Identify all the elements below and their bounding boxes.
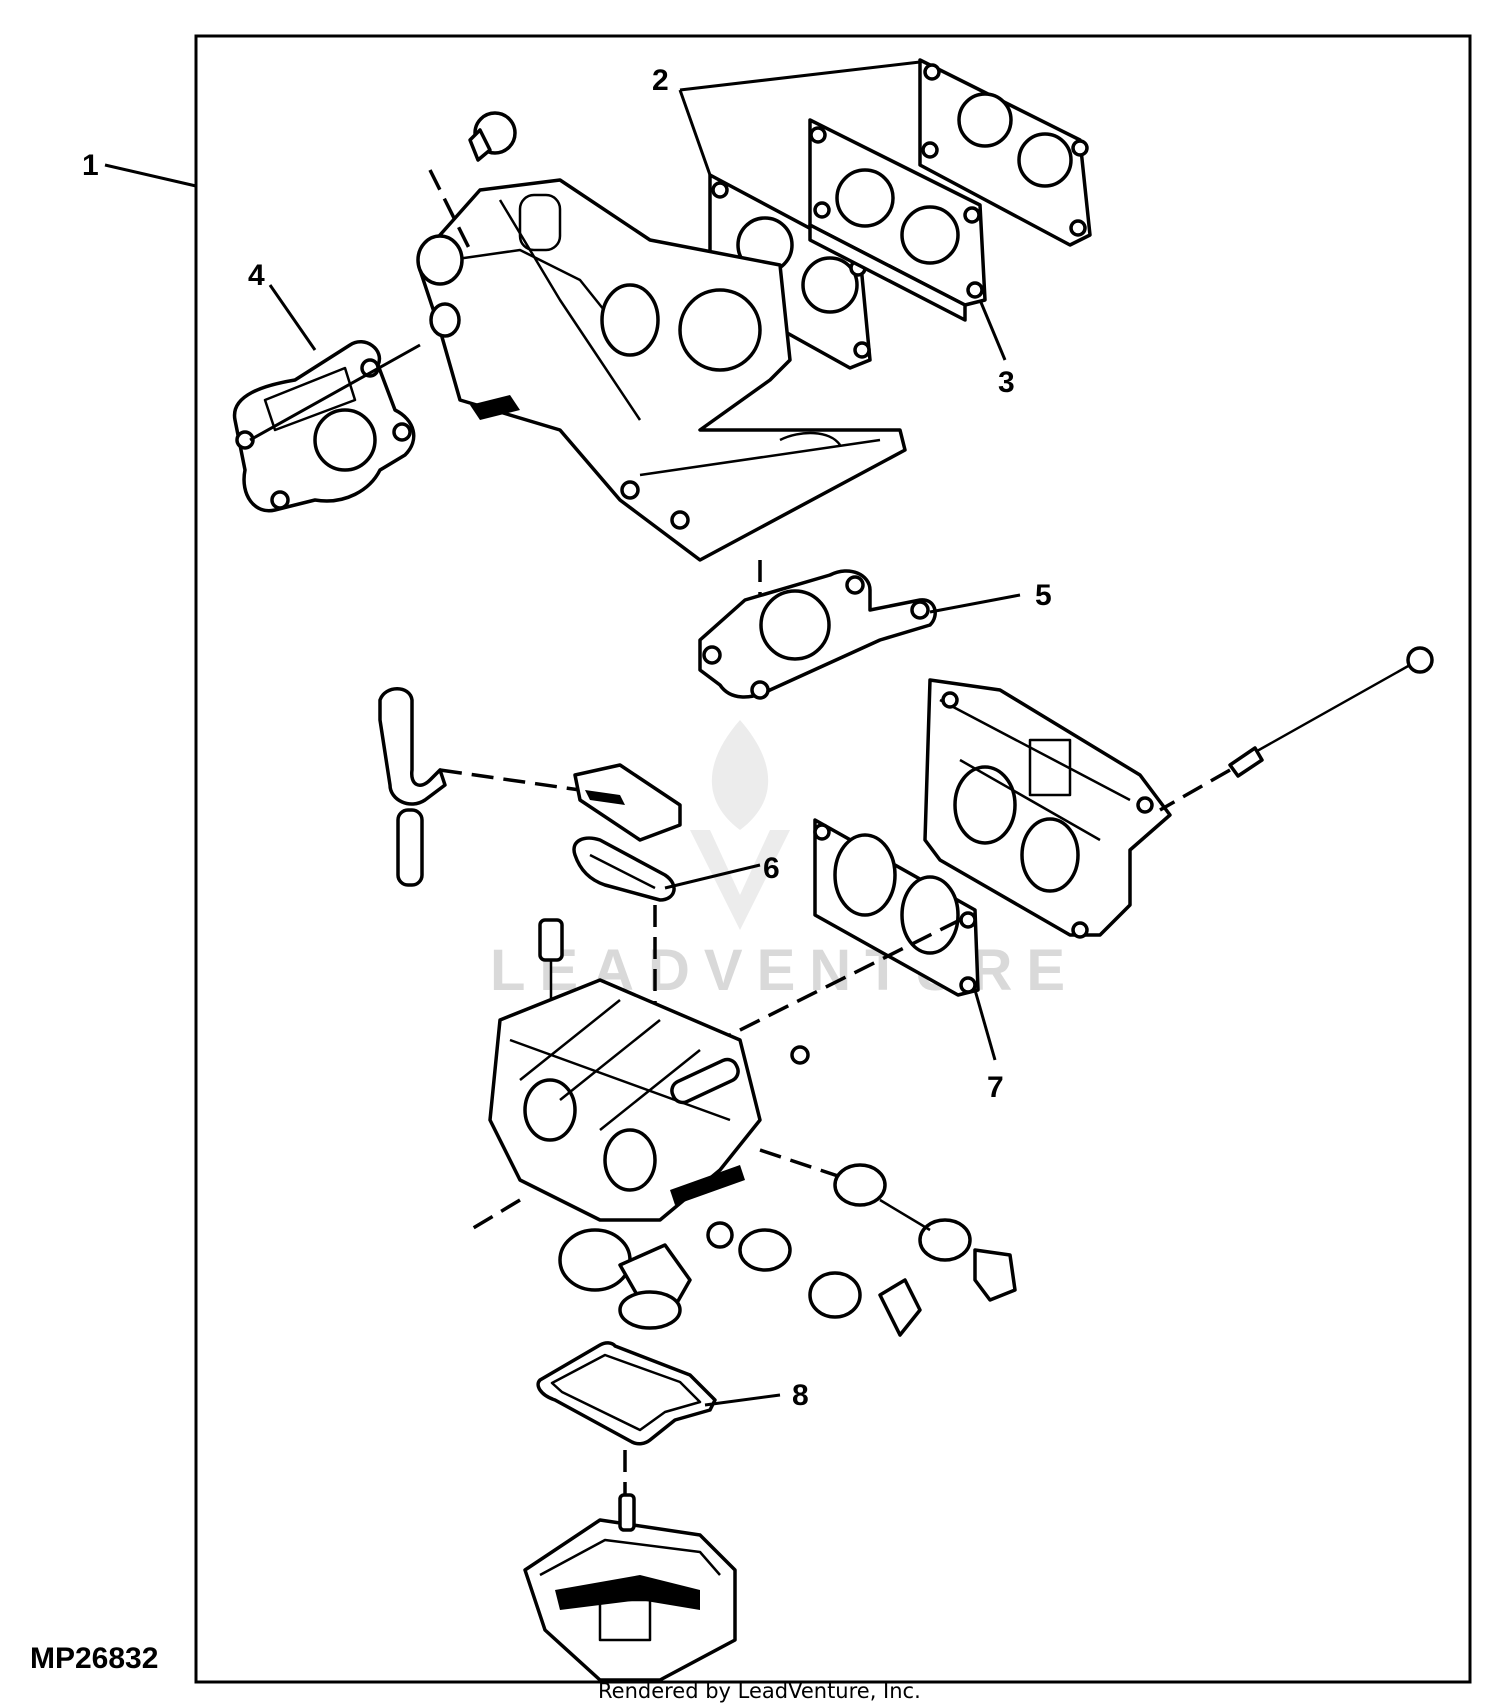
gasket-6 [572,836,676,902]
figure-id: MP26832 [30,1642,158,1675]
callout-8: 8 [792,1379,809,1412]
float-bowl [523,1493,737,1682]
plate-6 [573,763,682,842]
choke-elbow [378,687,447,887]
leader-4 [268,284,317,351]
gasket-4 [232,340,416,513]
dash-linkage [759,1148,851,1182]
callout-4: 4 [248,259,265,292]
dash-choke [439,768,581,792]
dash-gasket7-carb [719,918,961,1042]
leader-6 [664,863,761,890]
gasket-2b [708,173,872,370]
gasket-2 [918,58,1092,247]
leader-1 [104,163,197,188]
callout-1: 1 [82,149,99,182]
leader-5 [929,593,1021,614]
leader-4b [249,343,421,442]
carburetor-body [488,978,762,1222]
gasket-8 [536,1341,717,1446]
leader-7 [973,989,997,1061]
fuel-solenoid [538,918,564,1000]
intake-manifold [416,178,907,562]
diagram-frame [194,34,1472,1684]
throttle-linkage [706,1163,1017,1337]
gasket-5 [698,569,937,700]
dash-screw-carb [469,1198,521,1232]
leader-2 [678,60,921,176]
callout-labels: 1 2 3 4 5 6 7 8 [82,64,1052,1412]
callout-2: 2 [652,64,669,97]
leader-8 [704,1393,781,1407]
throttle-body-right [923,678,1172,939]
spacer-3 [808,118,987,322]
float-assembly [558,1228,692,1330]
callout-7: 7 [987,1071,1004,1104]
dash-screw [1159,768,1231,812]
dash-bolt [428,169,472,251]
small-screw [790,1045,810,1065]
callout-5: 5 [1035,579,1052,612]
credit-line: Rendered by LeadVenture, Inc. [598,1679,921,1703]
screw-right [1228,646,1434,778]
leader-3 [978,299,1007,361]
gasket-7 [813,818,980,997]
callout-6: 6 [763,852,780,885]
bolt-top [468,111,517,162]
callout-3: 3 [998,366,1015,399]
